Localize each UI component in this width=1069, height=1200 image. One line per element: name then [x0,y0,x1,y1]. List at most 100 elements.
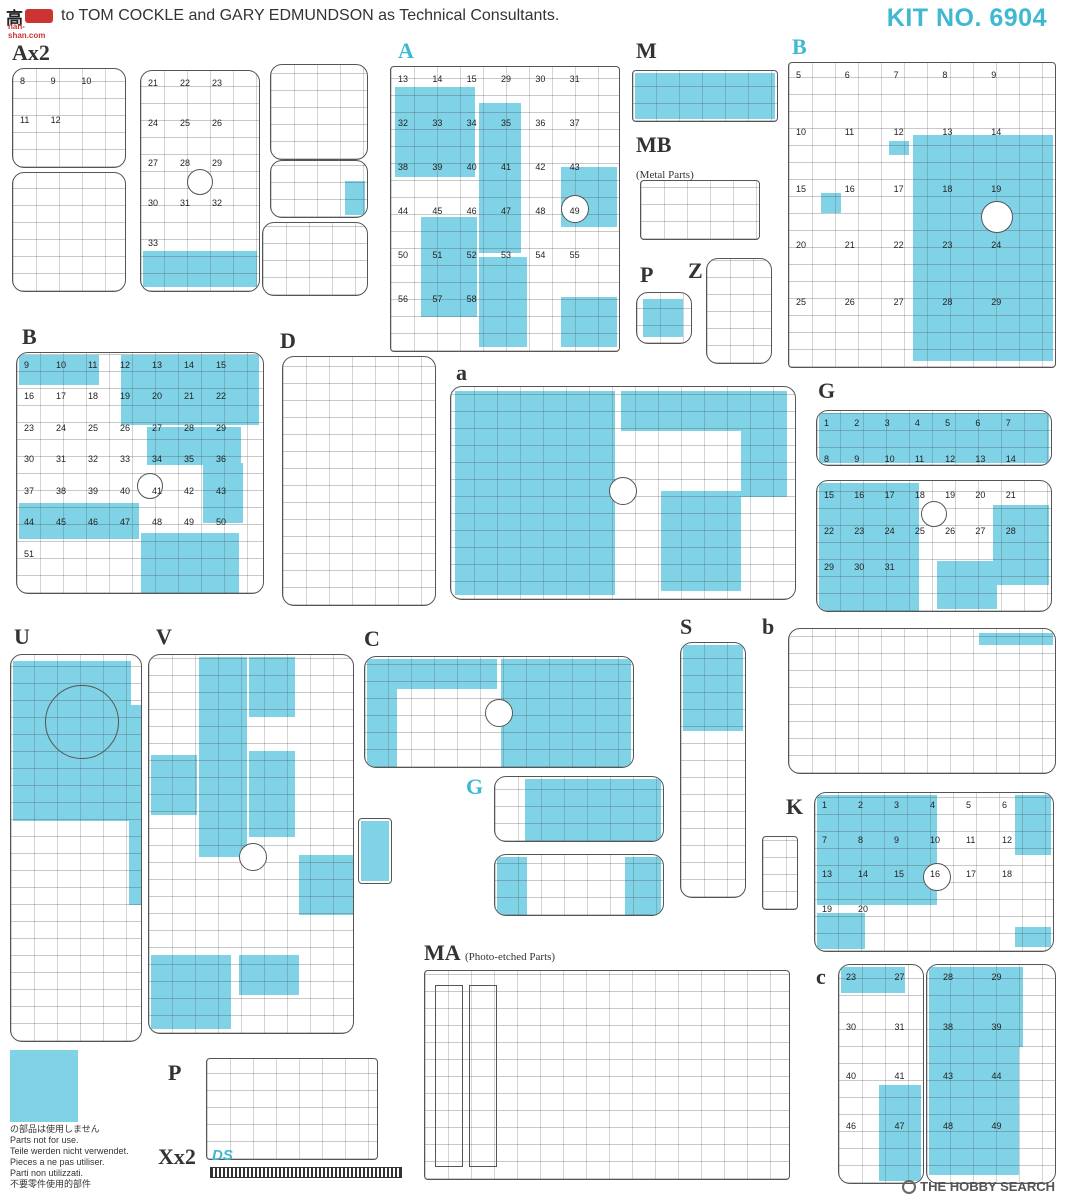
part-number: 2 [854,418,860,428]
part-number: 8 [20,76,26,86]
unused-area [661,491,741,591]
label-mb: MB (Metal Parts) [636,132,694,184]
part-number: 32 [212,198,223,208]
part-number: 30 [854,562,865,572]
credit-line: to TOM COCKLE and GARY EDMUNDSON as Tech… [61,7,560,24]
sprue-ax2-parts [13,69,125,167]
parts-grid [283,357,435,605]
sprue-c [364,656,634,768]
part-number: 8 [858,834,864,845]
part-number: 24 [884,526,895,536]
part-number: 11 [88,360,98,370]
part-number: 14 [432,74,443,84]
label-z: Z [688,258,703,283]
part-number: 27 [894,972,905,982]
part-number: 17 [966,869,977,879]
legend-note: 不要零件使用的部件 [10,1179,92,1189]
part-number: 20 [975,490,986,500]
legend-note: の部品は使用しません [10,1124,100,1134]
part-number: 25 [796,297,807,308]
sprue-g-top [816,410,1052,466]
unused-area [993,505,1049,585]
kit-number: KIT NO. 6904 [886,4,1047,32]
part-number: 10 [81,76,92,86]
part-number: 10 [884,454,895,464]
sprue-ax2-small [270,160,368,218]
part-number: 21 [1005,490,1016,500]
watermark: THE HOBBY SEARCH [902,1179,1055,1194]
part-number: 15 [894,869,905,879]
unused-area [367,687,397,767]
legend-note: Teile werden nicht verwendet. [10,1146,129,1156]
label-ax2: Ax2 [12,40,50,65]
part-number: 43 [569,162,580,172]
label-mb-text: MB [636,132,672,157]
sprue-gate-ring [239,843,267,871]
part-number: 1 [822,800,828,810]
logo-subtext: nan-shan.com [8,21,46,40]
part-number: 15 [824,490,835,500]
sprue-ax2-road-wheels [12,68,126,168]
part-number: 19 [945,490,956,500]
label-xx2: Xx2 [158,1144,196,1169]
part-number: 16 [854,490,865,500]
sprue-gate-ring [561,195,589,223]
part-number: 13 [942,126,953,137]
part-number: 28 [180,158,191,168]
label-a-small: a [456,360,467,385]
unused-area [367,659,497,689]
part-number: 29 [824,562,835,572]
part-number: 35 [501,118,512,128]
part-number: 50 [216,517,227,528]
label-mb-sub: (Metal Parts) [636,169,694,181]
label-k: K [786,794,804,819]
part-number: 13 [822,869,833,879]
unused-area [1015,927,1051,947]
part-number: 30 [535,74,546,84]
part-number: 19 [120,391,131,402]
sprue-s [680,642,746,898]
part-number: 44 [991,1071,1002,1081]
unused-area [203,463,243,523]
parts-grid [817,411,1051,465]
unused-area [143,251,257,287]
parts-grid [707,259,771,363]
part-number: 18 [942,183,953,194]
part-number: 49 [184,517,195,528]
part-number: 29 [501,74,512,84]
site-logo: 高 nan-shan.com [6,4,53,40]
part-number: 2 [858,800,864,810]
part-number: 33 [148,238,159,248]
part-number: 22 [824,526,835,536]
part-number: 8 [824,454,830,464]
label-ma: MA (Photo-etched Parts) [424,940,555,966]
unused-area [561,297,617,347]
unused-area [479,257,527,347]
part-number: 39 [991,1021,1002,1032]
part-number: 28 [1005,526,1016,536]
sprue-ax2-main [140,70,260,292]
sprue-p [206,1058,378,1160]
part-number: 21 [844,240,855,251]
parts-grid [641,181,759,239]
label-c-small: c [816,964,826,989]
part-number: 57 [432,294,443,304]
part-number: 31 [894,1021,905,1032]
sprue-b [16,352,264,594]
parts-grid [763,837,797,909]
sprue-a [390,66,620,352]
part-number: 6 [975,418,981,428]
part-number: 53 [501,250,512,260]
unused-area [345,181,365,215]
pe-part-long-left [435,985,463,1167]
part-number: 9 [854,454,860,464]
part-number: 11 [914,454,925,464]
header: 高 nan-shan.com to TOM COCKLE and GARY ED… [6,4,560,40]
unused-area [937,561,997,609]
part-number: 12 [120,360,131,370]
part-number: 16 [24,391,35,402]
part-number: 11 [966,834,976,845]
part-number: 44 [24,517,35,528]
part-number: 51 [24,548,35,559]
part-number: 19 [822,903,833,914]
